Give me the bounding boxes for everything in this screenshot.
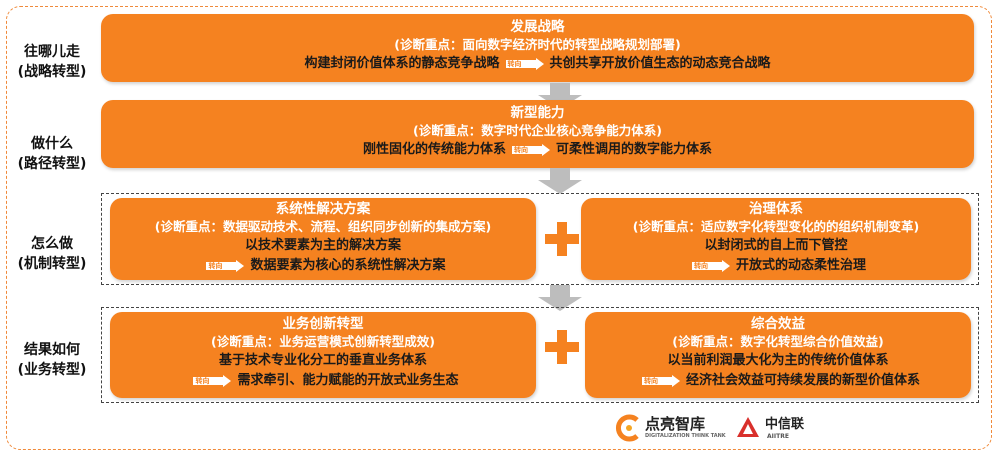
turn-arrow-icon: 转向 — [641, 374, 680, 387]
strategy-transition: 构建封闭价值体系的静态竞争战略转向共创共享开放价值生态的动态竞合战略 — [101, 54, 974, 74]
benefit-transition: 转向经济社会效益可持续发展的新型价值体系 — [585, 371, 971, 391]
turn-arrow-icon: 转向 — [193, 374, 232, 387]
row-label-mechanism: 怎么做 (机制转型) — [10, 234, 94, 274]
dianliang-sub: DIGITALIZATION THINK TANK — [645, 433, 726, 439]
row-question: 做什么 — [31, 136, 73, 152]
row-question: 往哪儿走 — [24, 44, 80, 60]
solution-transition: 转向数据要素为核心的系统性解决方案 — [110, 256, 536, 276]
innovation-from: 基于技术专业化分工的垂直业务体系 — [218, 353, 427, 368]
turn-arrow-icon: 转向 — [206, 259, 245, 272]
governance-box: 治理体系 (诊断重点：适应数字化转型变化的的组织机制变革) 以封闭式的自上而下管… — [581, 198, 971, 280]
innovation-transition: 转向需求牵引、能力赋能的开放式业务生态 — [110, 371, 536, 391]
governance-from: 以封闭式的自上而下管控 — [704, 238, 848, 253]
row-subtitle: (战略转型) — [17, 64, 87, 80]
aiitre-sub: AIITRE — [767, 433, 789, 440]
row-question: 怎么做 — [31, 236, 73, 252]
row-question: 结果如何 — [24, 342, 80, 358]
governance-title: 治理体系 — [749, 201, 803, 217]
solution-box: 系统性解决方案 (诊断重点：数据驱动技术、流程、组织同步创新的集成方案) 以技术… — [110, 198, 536, 280]
dianliang-name: 点亮智库 — [645, 415, 706, 433]
turn-arrow-icon: 转向 — [512, 143, 550, 156]
row-subtitle: (机制转型) — [17, 256, 87, 272]
capability-from: 刚性固化的传统能力体系 — [362, 142, 506, 157]
capability-to: 可柔性调用的数字能力体系 — [556, 142, 713, 157]
governance-transition: 转向开放式的动态柔性治理 — [581, 256, 971, 276]
aiitre-logo-icon — [737, 417, 759, 437]
solution-from: 以技术要素为主的解决方案 — [244, 238, 401, 253]
strategy-focus: (诊断重点：面向数字经济时代的转型战略规划部署) — [394, 37, 681, 52]
row-label-business: 结果如何 (业务转型) — [10, 340, 94, 380]
dianliang-logo-icon — [616, 414, 639, 442]
capability-box: 新型能力 (诊断重点：数字时代企业核心竞争能力体系) 刚性固化的传统能力体系转向… — [101, 100, 974, 168]
capability-title: 新型能力 — [510, 105, 565, 121]
down-arrow-icon — [538, 168, 582, 194]
row-subtitle: (路径转型) — [17, 156, 87, 172]
row-label-path: 做什么 (路径转型) — [10, 134, 94, 174]
aiitre-name: 中信联 — [765, 417, 805, 432]
solution-focus: (诊断重点：数据驱动技术、流程、组织同步创新的集成方案) — [154, 219, 492, 234]
innovation-to: 需求牵引、能力赋能的开放式业务生态 — [237, 373, 459, 388]
strategy-from: 构建封闭价值体系的静态竞争战略 — [304, 56, 500, 71]
business-group — [101, 307, 979, 403]
innovation-focus: (诊断重点：业务运营模式创新转型成效) — [211, 334, 435, 349]
row-label-strategy: 往哪儿走 (战略转型) — [10, 42, 94, 82]
benefit-focus: (诊断重点：数字化转型综合价值效益) — [672, 334, 884, 349]
benefit-title: 综合效益 — [751, 316, 805, 332]
capability-transition: 刚性固化的传统能力体系转向可柔性调用的数字能力体系 — [101, 140, 974, 160]
turn-arrow-icon: 转向 — [691, 259, 730, 272]
row-subtitle: (业务转型) — [17, 362, 87, 378]
solution-title: 系统性解决方案 — [275, 201, 371, 217]
benefit-to: 经济社会效益可持续发展的新型价值体系 — [685, 373, 920, 388]
strategy-title: 发展战略 — [510, 19, 565, 35]
innovation-title: 业务创新转型 — [282, 316, 364, 332]
governance-focus: (诊断重点：适应数字化转型变化的的组织机制变革) — [632, 219, 920, 234]
plus-icon — [545, 330, 579, 364]
aiitre-logo: 中信联 AIITRE — [735, 412, 825, 446]
benefit-box: 综合效益 (诊断重点：数字化转型综合价值效益) 以当前利润最大化为主的传统价值体… — [585, 312, 971, 398]
turn-arrow-icon: 转向 — [505, 57, 544, 70]
plus-icon — [545, 222, 579, 256]
solution-to: 数据要素为核心的系统性解决方案 — [250, 258, 446, 273]
strategy-box: 发展战略 (诊断重点：面向数字经济时代的转型战略规划部署) 构建封闭价值体系的静… — [101, 14, 974, 82]
strategy-to: 共创共享开放价值生态的动态竞合战略 — [549, 56, 771, 71]
governance-to: 开放式的动态柔性治理 — [735, 258, 866, 273]
capability-focus: (诊断重点：数字时代企业核心竞争能力体系) — [413, 123, 662, 138]
mechanism-group — [101, 193, 979, 285]
innovation-box: 业务创新转型 (诊断重点：业务运营模式创新转型成效) 基于技术专业化分工的垂直业… — [110, 312, 536, 398]
dianliang-logo: 点亮智库 DIGITALIZATION THINK TANK — [615, 412, 726, 446]
benefit-from: 以当前利润最大化为主的传统价值体系 — [667, 353, 889, 368]
outer-frame — [6, 6, 992, 450]
